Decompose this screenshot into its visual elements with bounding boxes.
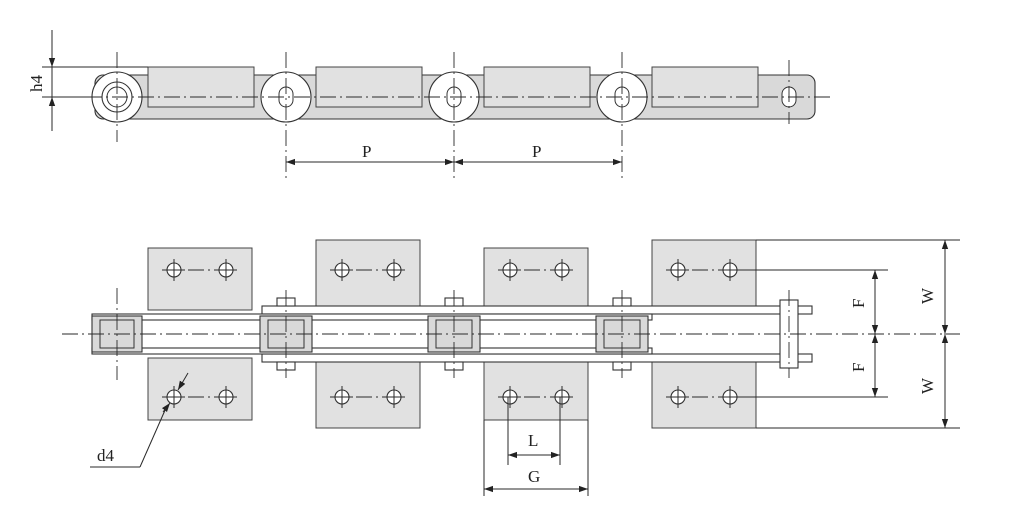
label-W-bottom: W bbox=[918, 377, 937, 394]
label-pitch-2: P bbox=[532, 142, 541, 161]
lower-attachment-plate bbox=[315, 357, 421, 429]
label-W-top: W bbox=[918, 287, 937, 304]
outer-link-bar-top bbox=[261, 305, 813, 315]
plan-view: F F W W L G d4 bbox=[62, 239, 960, 496]
bolt-holes bbox=[162, 259, 742, 408]
upper-attachment-plate bbox=[315, 239, 421, 311]
side-attachment-block bbox=[483, 66, 591, 108]
side-attachment-block bbox=[651, 66, 759, 108]
lower-attachment-plate bbox=[483, 357, 589, 421]
lower-attachment-plate bbox=[651, 357, 757, 429]
label-L: L bbox=[528, 431, 538, 450]
inner-link-bar-bottom bbox=[91, 347, 653, 355]
label-F-top: F bbox=[849, 299, 868, 308]
upper-attachment-plate bbox=[147, 247, 253, 311]
label-d4: d4 bbox=[97, 446, 115, 465]
side-attachment-block bbox=[147, 66, 255, 108]
side-view: h4 P P bbox=[27, 30, 830, 178]
label-F-bottom: F bbox=[849, 363, 868, 372]
upper-attachment-plate bbox=[651, 239, 757, 311]
side-attachment-block bbox=[315, 66, 423, 108]
upper-attachment-plate bbox=[483, 247, 589, 311]
label-G: G bbox=[528, 467, 540, 486]
label-h4: h4 bbox=[27, 75, 46, 93]
inner-link-bar-top bbox=[91, 313, 653, 321]
label-pitch-1: P bbox=[362, 142, 371, 161]
outer-link-bar-bottom bbox=[261, 353, 813, 363]
